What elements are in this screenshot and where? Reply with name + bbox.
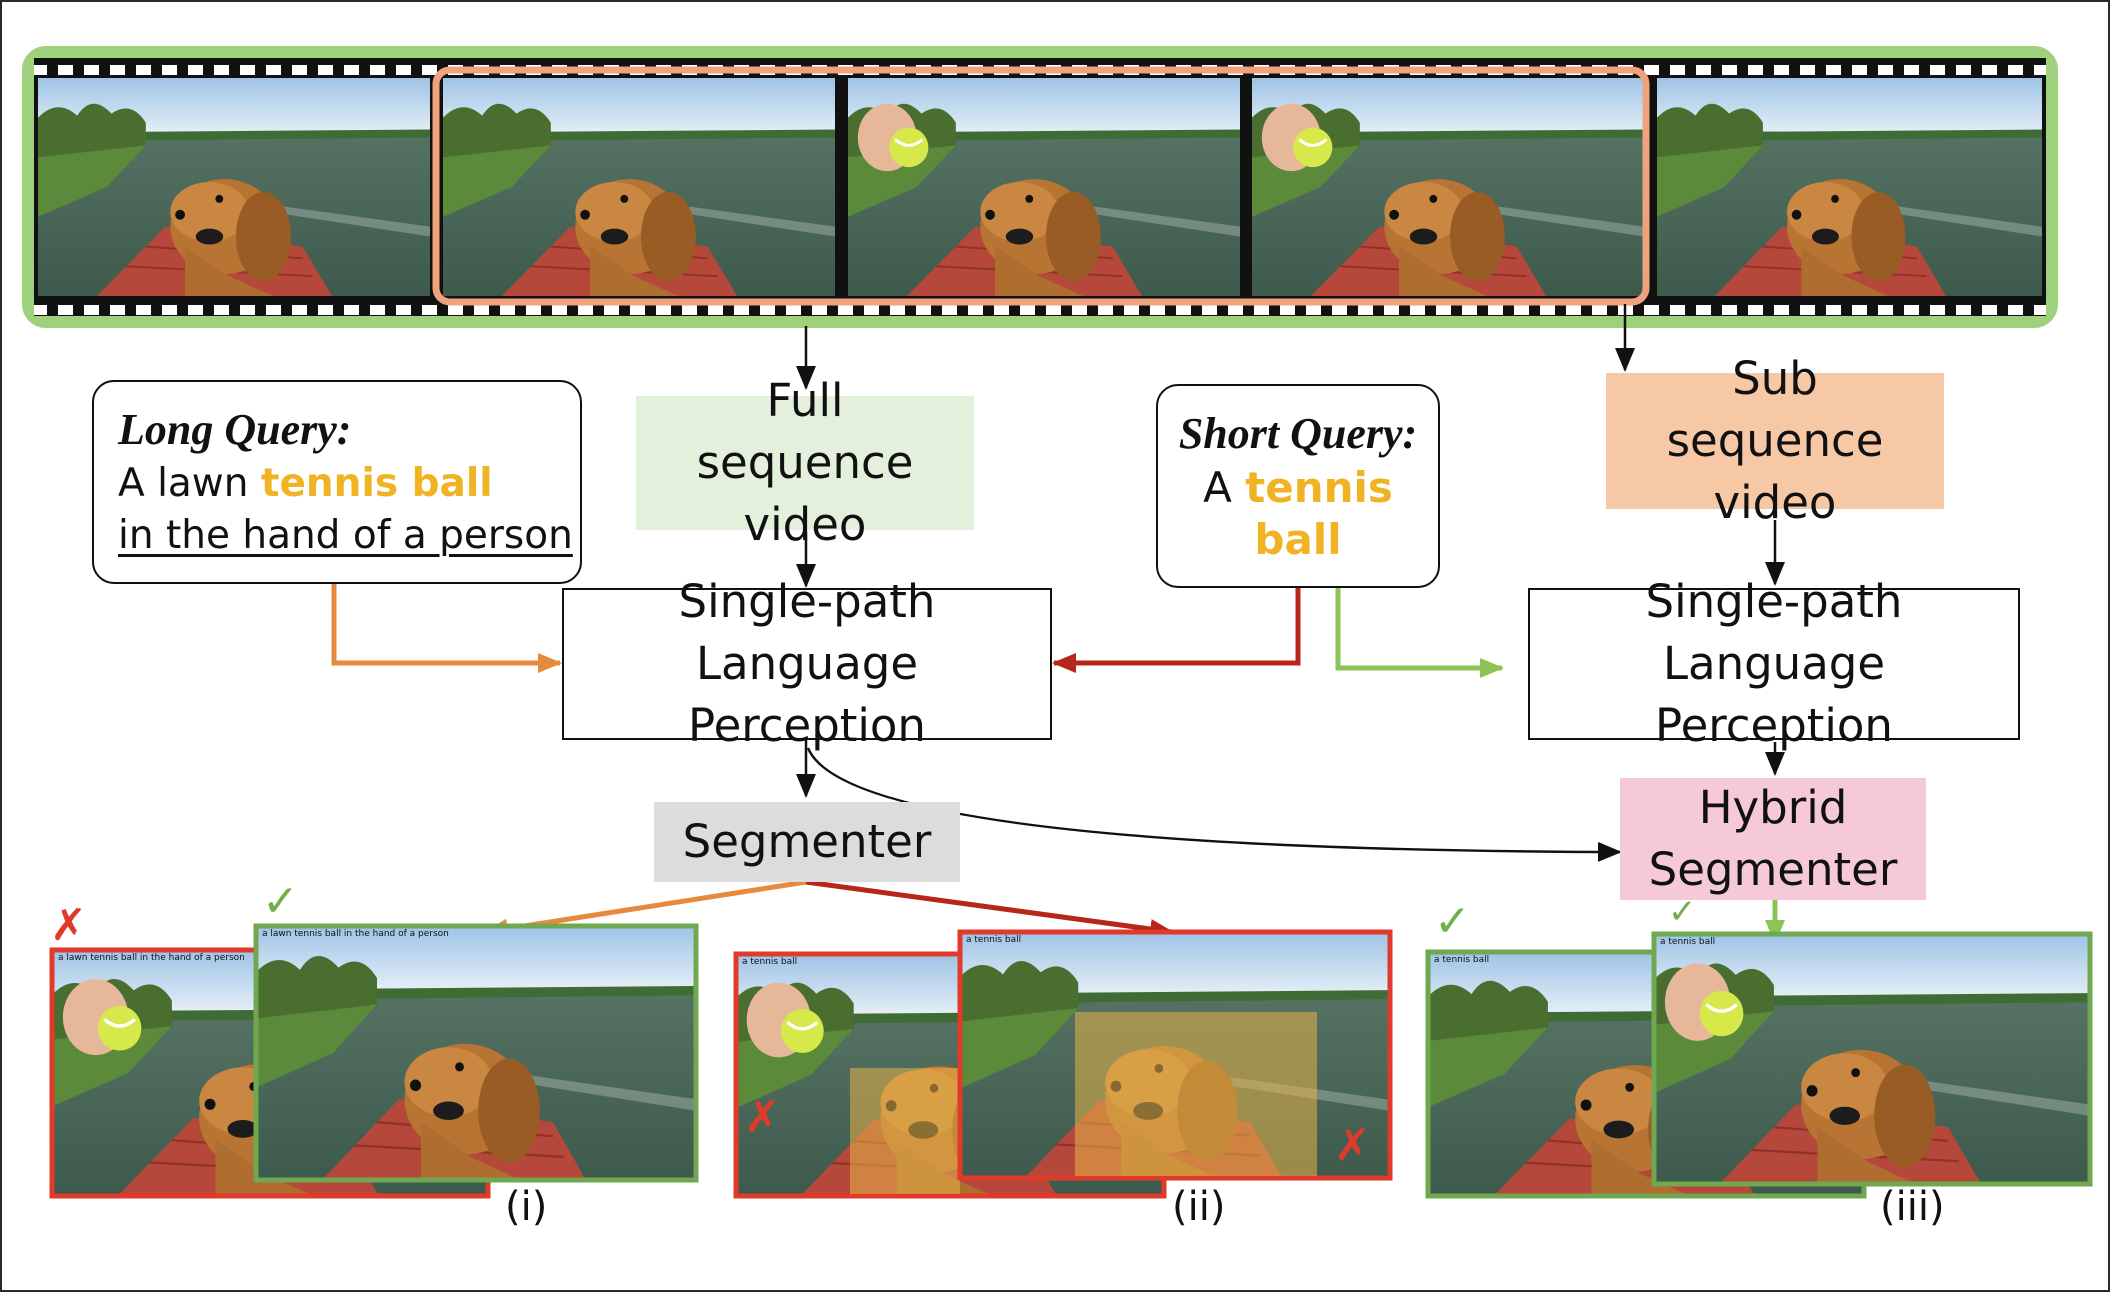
short-query-text: A <box>1203 463 1246 512</box>
short-query-box: Short Query: A tennis ball <box>1156 384 1440 588</box>
caption-i-back: a lawn tennis ball in the hand of a pers… <box>58 953 245 963</box>
long-query-box: Long Query: A lawn tennis ball in the ha… <box>92 380 582 584</box>
full-sequence-box: Full sequence video <box>636 374 974 551</box>
long-query-highlight: tennis ball <box>260 461 493 506</box>
film-strip <box>22 46 2058 328</box>
result-label-ii: (ii) <box>1172 1184 1226 1230</box>
check-icon: ✓ <box>262 876 299 927</box>
caption-ii-back: a tennis ball <box>742 957 797 967</box>
video-frame-2 <box>443 78 835 296</box>
short-query-highlight: tennis ball <box>1245 463 1393 564</box>
long-query-arrow <box>331 582 562 673</box>
short-query-red-arrow <box>1052 588 1301 673</box>
video-frame-5 <box>1657 78 2042 296</box>
long-query-title: Long Query: <box>118 405 352 454</box>
caption-iii-back: a tennis ball <box>1434 955 1489 965</box>
check-icon: ✓ <box>1668 892 1697 932</box>
caption-i-front: a lawn tennis ball in the hand of a pers… <box>262 929 449 939</box>
segmenter-label: Segmenter <box>682 815 932 868</box>
result-label-i: (i) <box>505 1184 548 1230</box>
video-frame-4 <box>1252 78 1644 296</box>
caption-iii-front: a tennis ball <box>1660 937 1715 947</box>
slp-right-box: Single-path Language Perception <box>1528 575 2020 752</box>
cross-icon: ✗ <box>1334 1120 1371 1171</box>
cross-icon: ✗ <box>744 1092 781 1143</box>
long-query-text: A lawn <box>118 461 261 506</box>
slp-right-label: Single-path Language Perception <box>1645 575 1903 752</box>
sub-sequence-label: Sub sequence video <box>1666 352 1884 529</box>
long-query-underlined: in the hand of a person <box>118 513 573 558</box>
sub-sequence-outline <box>432 66 1650 306</box>
result-label-iii: (iii) <box>1880 1184 1945 1230</box>
cross-icon: ✗ <box>50 900 87 951</box>
result-ii: a tennis ball a tennis ball <box>733 929 1393 1199</box>
check-icon: ✓ <box>1434 896 1471 947</box>
result-i: a lawn tennis ball in the hand of a pers… <box>49 923 699 1199</box>
sub-sequence-box: Sub sequence video <box>1606 352 1944 529</box>
short-query-title: Short Query: <box>1178 409 1418 458</box>
hybrid-segmenter-label: Hybrid Segmenter <box>1648 781 1898 896</box>
video-frame-1 <box>38 78 430 296</box>
result-iii: a tennis ball a tennis ball <box>1425 931 2093 1199</box>
slp-left-box: Single-path Language Perception <box>562 575 1052 752</box>
flow-arrows <box>796 304 1785 862</box>
segmenter-red-arrow <box>805 879 1174 939</box>
short-query-green-arrow <box>1335 588 1504 678</box>
slp-left-label: Single-path Language Perception <box>678 575 936 752</box>
hybrid-segmenter-box: Hybrid Segmenter <box>1620 778 1926 900</box>
caption-ii-front: a tennis ball <box>966 935 1021 945</box>
segmenter-box: Segmenter <box>654 802 960 882</box>
full-sequence-label: Full sequence video <box>696 374 914 551</box>
video-frame-3 <box>848 78 1240 296</box>
